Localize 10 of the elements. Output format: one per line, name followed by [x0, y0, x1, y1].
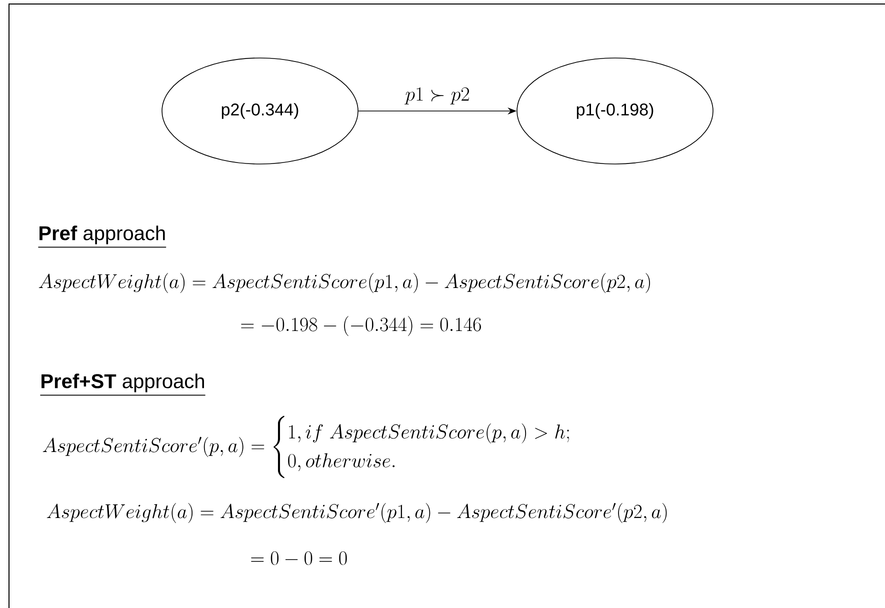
formula: $AspectWeight(a) = AspectSentiScore'(p1,a) - AspectSentiScore'(p2,a)$: [46, 502, 667, 524]
section-heading: Pref+ST approach: [40, 374, 206, 396]
formula: $= -0.198 - (-0.344) = 0.146$: [241, 316, 481, 336]
formula: $= 0 - 0 = 0$: [251, 551, 347, 565]
ellipse-node: p2(-0.344): [162, 58, 358, 164]
ellipse-node: p1(-0.198): [516, 58, 714, 164]
formula: $AspectWeight(a) = AspectSentiScore(p1,a) - AspectSentiScore(p2,a)$: [38, 273, 650, 293]
edge-label: $p1 \succ p2$: [404, 87, 470, 104]
formula: $AspectSentiScore'(p,a) = \begin{cases} 1, if\ AspectSentiScore(p,a) > h; \\ 0, otherwise. \end{cases}$: [42, 416, 569, 478]
section-heading: Pref approach: [38, 226, 167, 248]
